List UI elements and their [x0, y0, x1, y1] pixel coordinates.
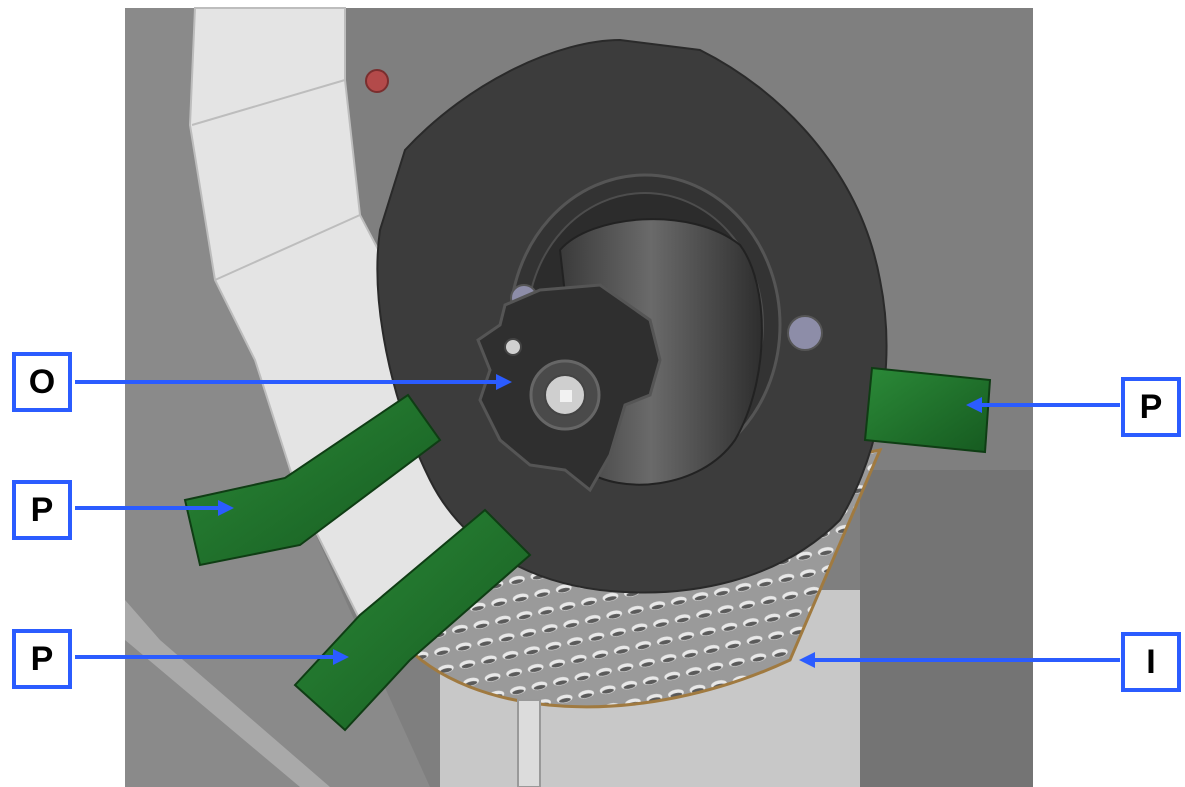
indicator-light	[365, 69, 389, 93]
arrow-p-left-lower	[75, 649, 349, 665]
guide-rail-seams	[191, 79, 346, 126]
paddle-left-upper	[183, 393, 442, 567]
left-frame-panel	[125, 8, 430, 787]
paddle-right	[863, 366, 992, 454]
paddle-left-lower	[293, 508, 532, 732]
right-frame-shade	[860, 470, 1033, 787]
arrow-o	[75, 374, 512, 390]
label-p-right: P	[1121, 377, 1181, 437]
bolt	[787, 315, 823, 351]
arrow-i	[799, 652, 1120, 668]
arrow-p-left-upper	[75, 500, 234, 516]
label-p-left-lower: P	[12, 629, 72, 689]
label-p-left-upper: P	[12, 480, 72, 540]
arrow-p-right	[966, 397, 1120, 413]
label-o: O	[12, 352, 72, 412]
label-i: I	[1121, 632, 1181, 692]
feed-tube	[517, 699, 541, 787]
